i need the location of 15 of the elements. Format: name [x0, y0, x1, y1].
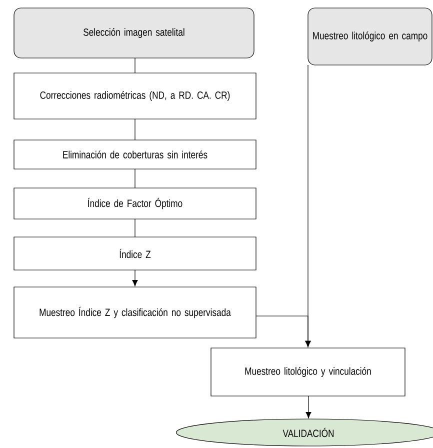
- process-box: Selección imagen satelital: [14, 8, 254, 58]
- arrow: [306, 396, 312, 418]
- process-box: Índice Z: [14, 236, 256, 270]
- arrow: [132, 270, 138, 286]
- connector-line: [134, 168, 136, 188]
- connector-line: [134, 58, 136, 74]
- connector-line: [134, 118, 136, 140]
- process-box: Muestreo Índice Z y clasificación no supervisada: [14, 286, 256, 338]
- process-box: Muestreo litológico en campo: [308, 8, 432, 66]
- process-box: Eliminación de coberturas sin interés: [14, 140, 256, 170]
- process-box: Índice de Factor Óptimo: [14, 188, 256, 220]
- process-box: Correcciones radiométricas (ND, a RD. CA. CR): [14, 72, 256, 120]
- process-box: Muestreo litológico y vinculación: [210, 348, 406, 396]
- arrow: [305, 64, 311, 348]
- connector-line: [134, 218, 136, 238]
